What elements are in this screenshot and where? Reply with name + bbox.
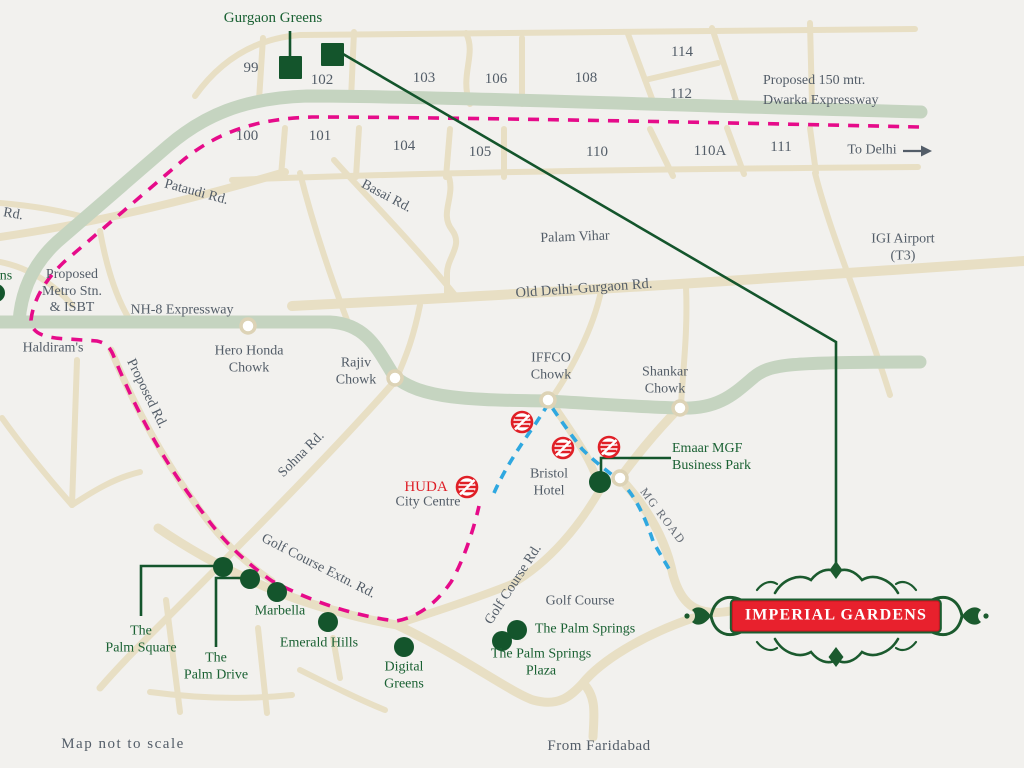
- junction-nodes: [239, 317, 689, 487]
- nh8-expressway-band: [0, 315, 927, 415]
- shankar-chowk-node: [671, 399, 689, 417]
- dwarka-expressway-band: [12, 89, 928, 329]
- metro-line-blue-dashed: [492, 399, 671, 570]
- mg-road-node: [611, 469, 629, 487]
- expressway-bands: [0, 89, 928, 415]
- palm-springs-marker: [507, 620, 527, 640]
- palm-square-marker: [213, 557, 233, 577]
- metro-station-icon-huda: [455, 475, 479, 499]
- gurgaon-greens-marker-1: [279, 56, 302, 79]
- marbella-marker: [267, 582, 287, 602]
- digital-greens-marker: [394, 637, 414, 657]
- emerald-hills-marker: [318, 612, 338, 632]
- proposed-corridor-pink-dashed: [29, 115, 920, 623]
- iffco-chowk-node: [539, 391, 557, 409]
- imperial-gardens-badge: IMPERIAL GARDENS: [729, 598, 943, 634]
- imperial-gardens-leader: [342, 52, 838, 567]
- hero-honda-chowk-node: [239, 317, 257, 335]
- road-network: [0, 20, 1024, 742]
- edge-project-marker: [0, 284, 5, 302]
- rajiv-chowk-node: [386, 369, 404, 387]
- palm-square-leader: [139, 564, 223, 616]
- to-delhi-arrow-icon: [903, 145, 932, 157]
- badge-ornament: [684, 561, 991, 667]
- metro-station-icon: [597, 435, 621, 459]
- emaar-marker: [589, 471, 611, 493]
- gurgaon-greens-marker-2: [321, 43, 344, 66]
- palm-drive-leader: [214, 576, 250, 647]
- project-markers: [0, 43, 611, 657]
- palm-springs-plaza-marker: [492, 631, 512, 651]
- metro-station-icon: [510, 410, 534, 434]
- palm-drive-marker: [240, 569, 260, 589]
- metro-station-icon: [551, 436, 575, 460]
